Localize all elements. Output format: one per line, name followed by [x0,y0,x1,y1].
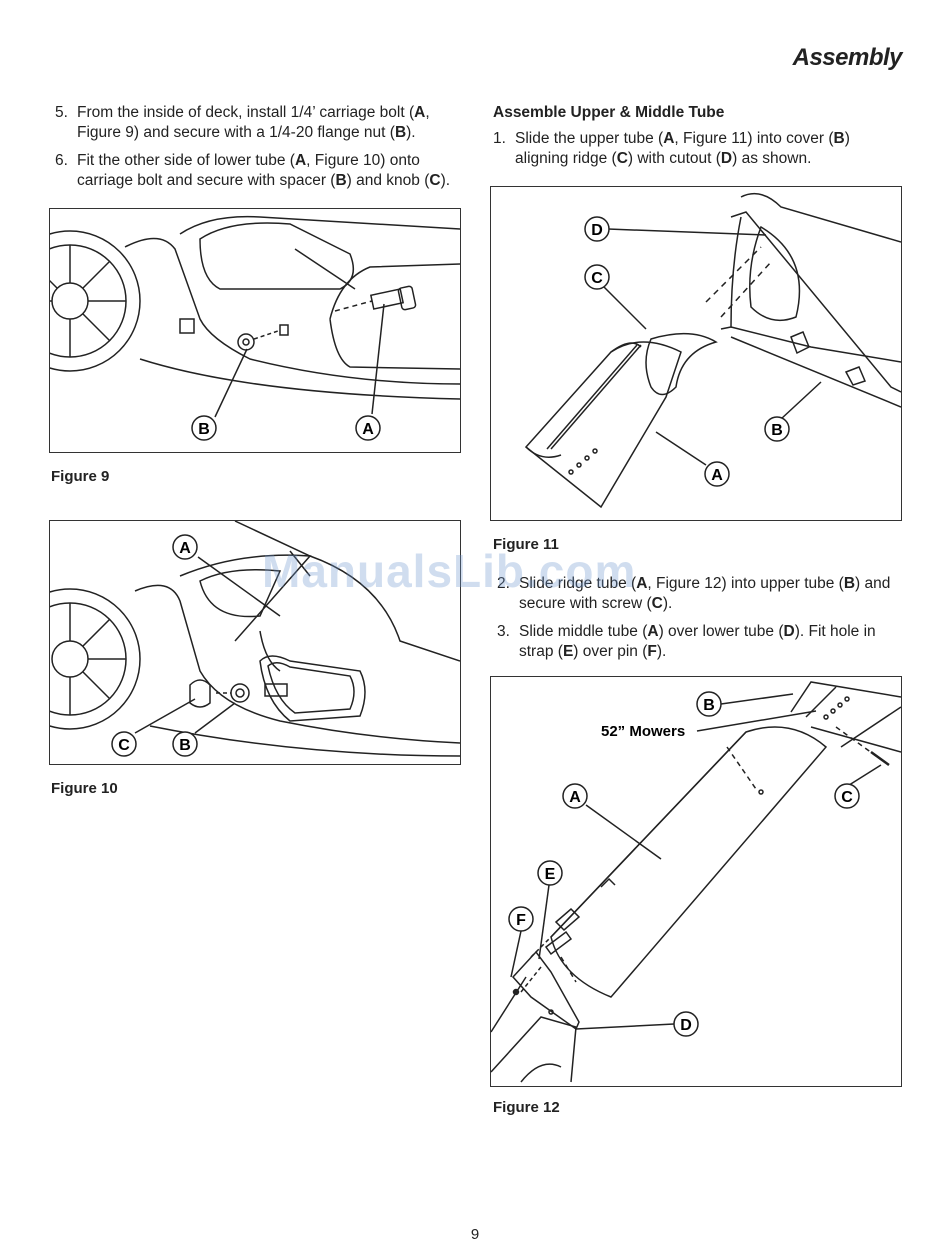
figure-9-caption: Figure 9 [51,468,110,485]
mower-size-label: 52” Mowers [601,723,685,740]
step-number: 5. [55,104,68,121]
callout-b: B [703,697,715,714]
page-number: 9 [470,1226,480,1243]
figure-10-illustration: A C B [50,521,460,757]
figure-11-illustration: D C B A [524,192,901,509]
watermark: ManualsLib.com [262,545,637,597]
callout-a: A [179,540,191,557]
step-number: 1. [493,130,506,147]
step-number: 2. [497,575,510,592]
callout-f: F [516,912,526,929]
callout-b: B [179,737,191,754]
section-header: Assembly [792,44,903,71]
callout-d: D [591,222,603,239]
callout-b: B [198,421,210,438]
figure-11-caption: Figure 11 [493,536,559,553]
callout-b: B [771,422,783,439]
figure-10-caption: Figure 10 [51,780,118,797]
figure-12-illustration: 52” Mowers B C A E F D [491,681,901,1083]
figure-11: D C B A [490,186,902,521]
step-6: 6. Fit the other side of lower tube (A, … [55,152,451,189]
figure-9: B A [49,208,461,453]
figure-9-illustration: B A [50,215,460,441]
right-instructions: Assemble Upper & Middle Tube 1. Slide th… [493,103,903,177]
callout-a: A [569,789,581,806]
figure-12: 52” Mowers B C A E F D [490,676,902,1087]
callout-c: C [118,737,130,754]
figure-12-caption: Figure 12 [493,1099,560,1116]
left-instructions: 5. From the inside of deck, install 1/4’… [55,103,455,199]
step-number: 3. [497,623,510,640]
callout-a: A [362,421,374,438]
step-3: 3. Slide middle tube (A) over lower tube… [497,623,876,660]
callout-c: C [841,789,853,806]
figure-10: A C B [49,520,461,765]
step-2: 2. Slide ridge tube (A, Figure 12) into … [497,575,891,612]
step-number: 6. [55,152,68,169]
callout-d: D [680,1017,692,1034]
right-instructions-2: 2. Slide ridge tube (A, Figure 12) into … [497,574,907,670]
callout-c: C [591,270,603,287]
step-5: 5. From the inside of deck, install 1/4’… [55,104,430,141]
subheading: Assemble Upper & Middle Tube [493,104,725,121]
step-1: 1. Slide the upper tube (A, Figure 11) i… [493,130,850,167]
callout-a: A [711,467,723,484]
callout-e: E [545,866,556,883]
